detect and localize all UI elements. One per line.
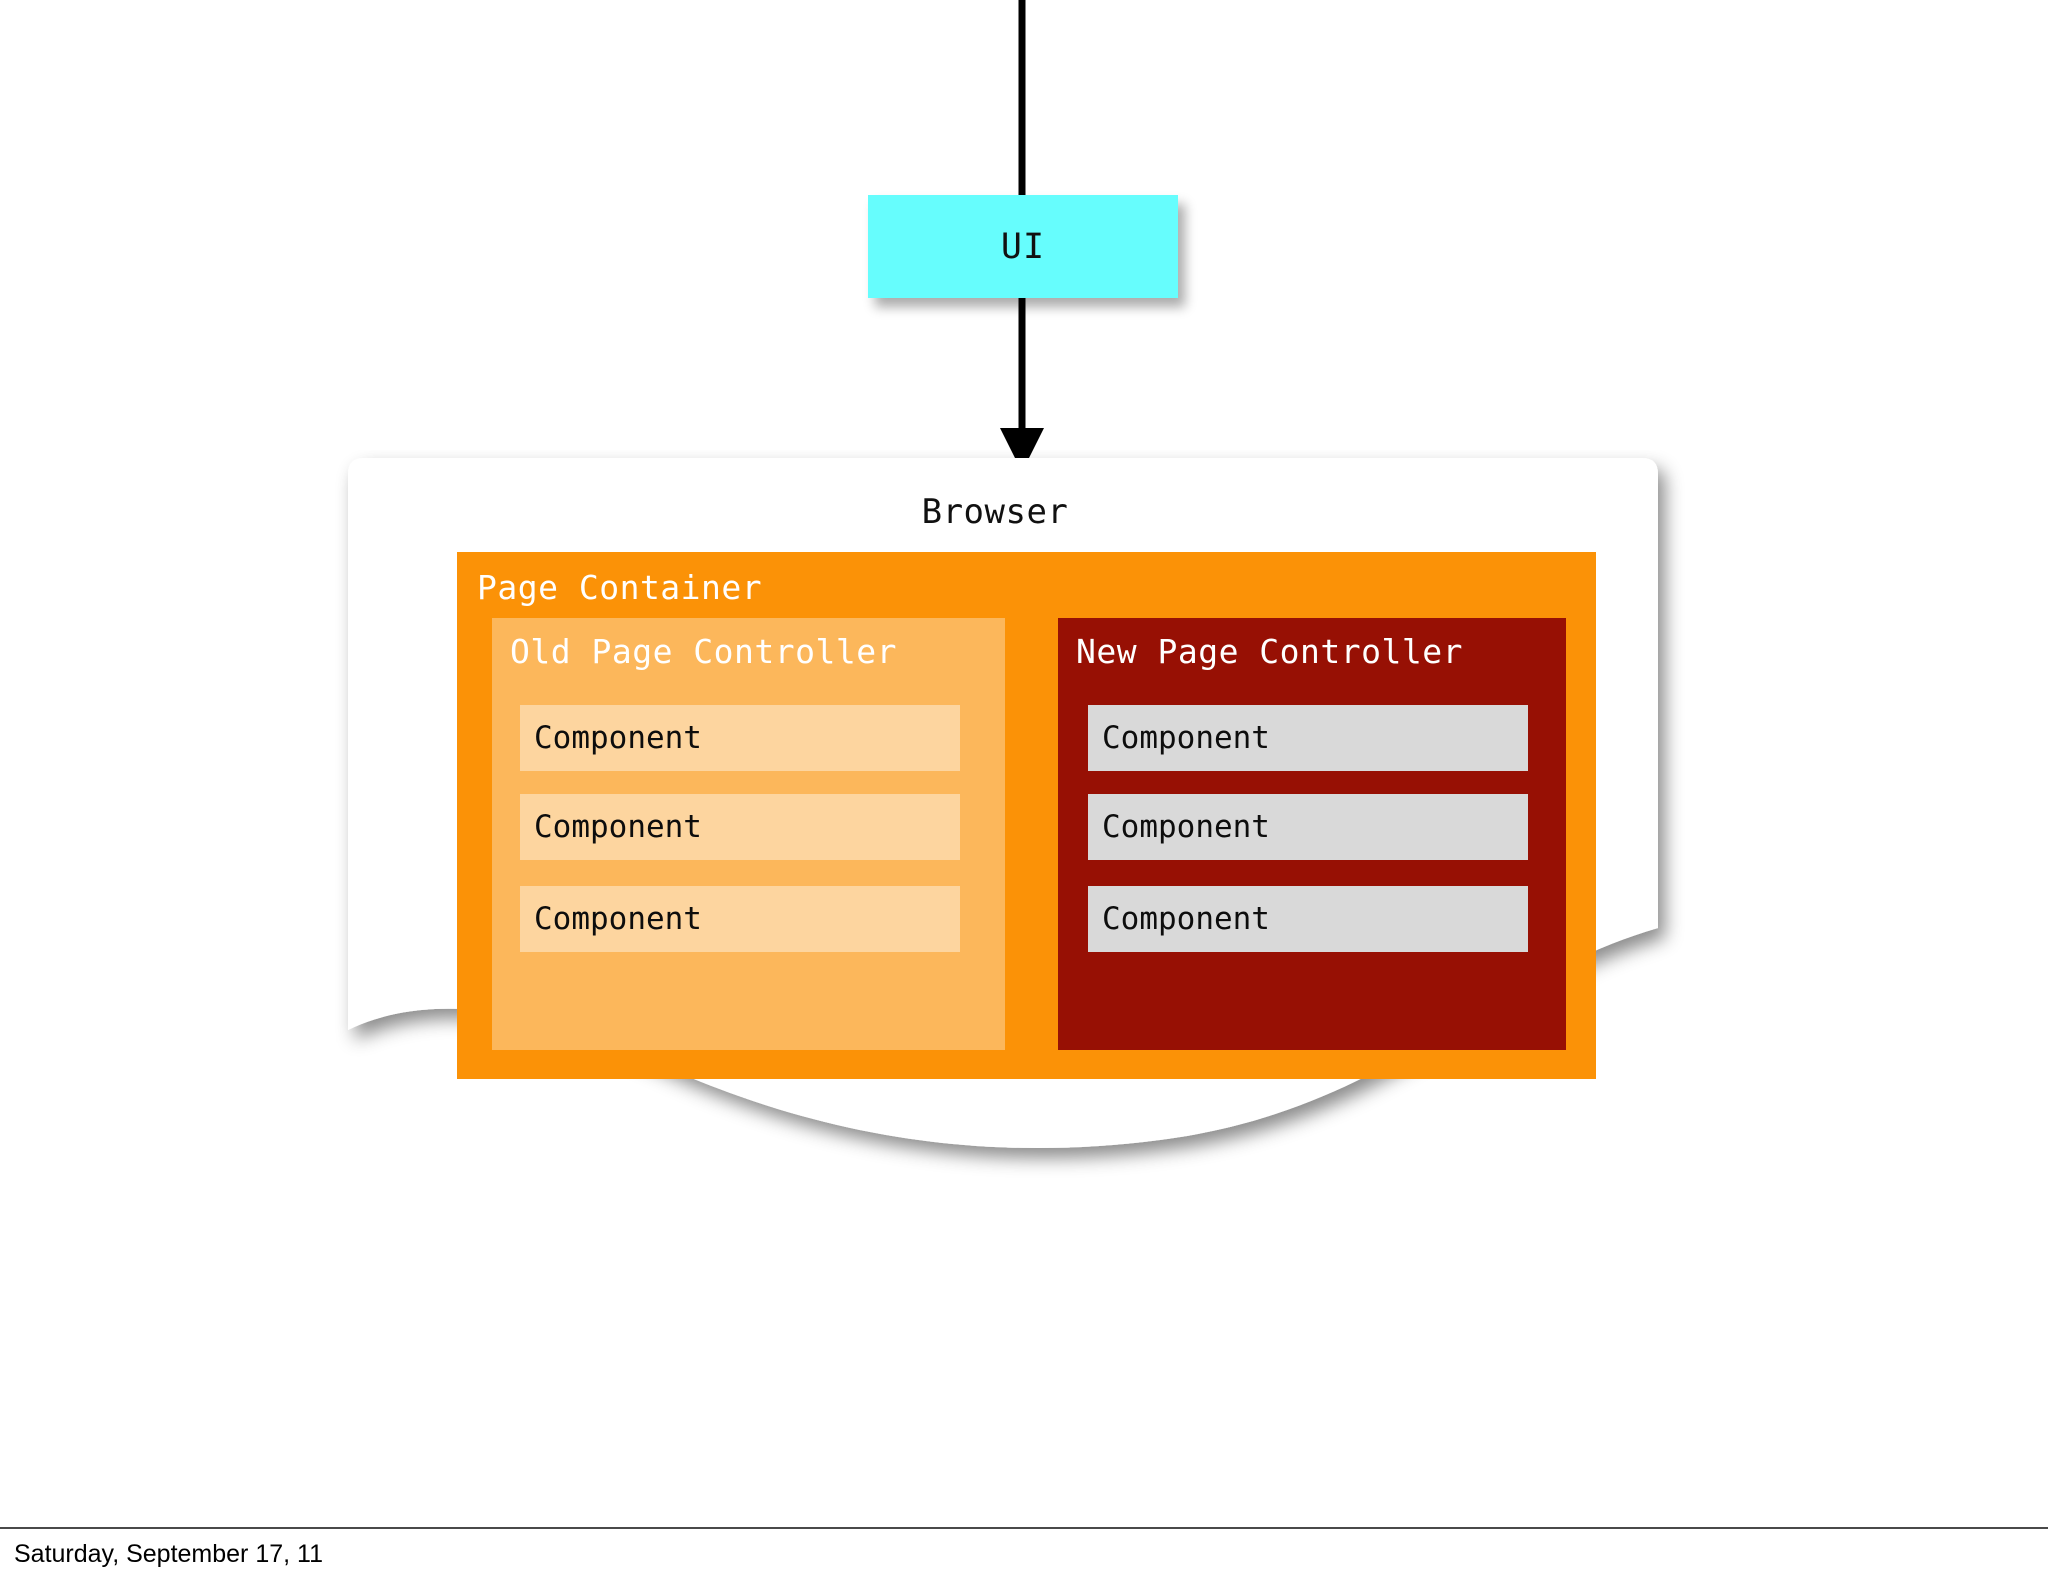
new-page-controller[interactable]: New Page Controller Component Component … — [1058, 618, 1566, 1050]
component-box[interactable]: Component — [520, 886, 960, 952]
component-box[interactable]: Component — [520, 705, 960, 771]
component-box[interactable]: Component — [520, 794, 960, 860]
node-ui-label: UI — [1000, 226, 1046, 267]
node-ui[interactable]: UI — [868, 195, 1178, 298]
component-box[interactable]: Component — [1088, 886, 1528, 952]
footer-date: Saturday, September 17, 11 — [14, 1540, 323, 1568]
footer-divider — [0, 1527, 2048, 1529]
component-box[interactable]: Component — [1088, 794, 1528, 860]
component-box[interactable]: Component — [1088, 705, 1528, 771]
page-container[interactable]: Page Container Old Page Controller Compo… — [457, 552, 1596, 1079]
browser-label: Browser — [921, 492, 1069, 532]
old-page-controller[interactable]: Old Page Controller Component Component … — [492, 618, 1005, 1050]
new-page-controller-label: New Page Controller — [1076, 632, 1463, 671]
old-page-controller-label: Old Page Controller — [510, 632, 897, 671]
page-container-label: Page Container — [477, 568, 763, 607]
